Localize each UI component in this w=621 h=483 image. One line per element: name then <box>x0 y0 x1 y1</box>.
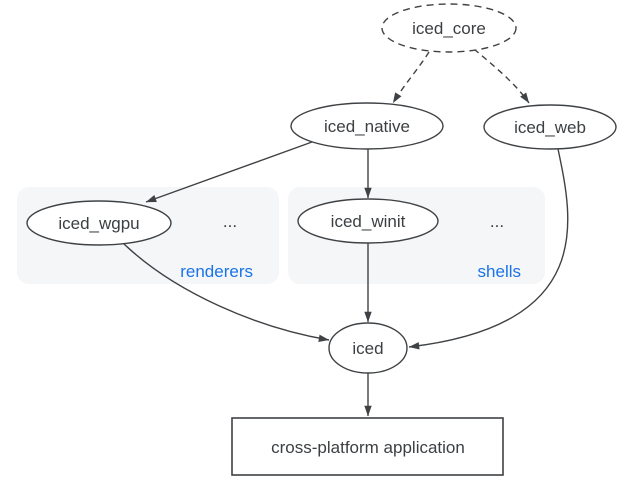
node-application-label: cross-platform application <box>271 438 465 457</box>
group-shells-ellipsis: ... <box>490 212 504 231</box>
group-renderers-ellipsis: ... <box>223 212 237 231</box>
node-iced-wgpu-label: iced_wgpu <box>58 214 139 233</box>
edge-iced-core-to-iced-native <box>392 51 430 104</box>
node-iced-core-ellipse <box>381 3 517 53</box>
node-iced-label: iced <box>352 339 383 358</box>
group-renderers-label: renderers <box>180 262 253 281</box>
node-iced-core-label: iced_core <box>412 19 486 38</box>
edge-iced-wgpu-to-iced <box>122 242 330 342</box>
edge-iced-core-to-iced-web <box>473 48 530 104</box>
group-shells-label: shells <box>478 262 521 281</box>
edge-iced-native-to-iced-wgpu <box>145 141 313 203</box>
node-iced-native-ellipse <box>290 102 444 150</box>
node-iced-ellipse <box>328 322 408 374</box>
node-iced-winit-ellipse <box>297 198 439 244</box>
node-iced-native-label: iced_native <box>324 117 410 136</box>
node-iced-web-label: iced_web <box>514 118 586 137</box>
node-iced-web-ellipse <box>483 104 617 150</box>
node-iced-wgpu-ellipse <box>26 200 172 246</box>
node-iced-winit-label: iced_winit <box>331 212 406 231</box>
node-application-box <box>231 417 504 476</box>
edge-iced-web-to-iced <box>408 148 569 350</box>
